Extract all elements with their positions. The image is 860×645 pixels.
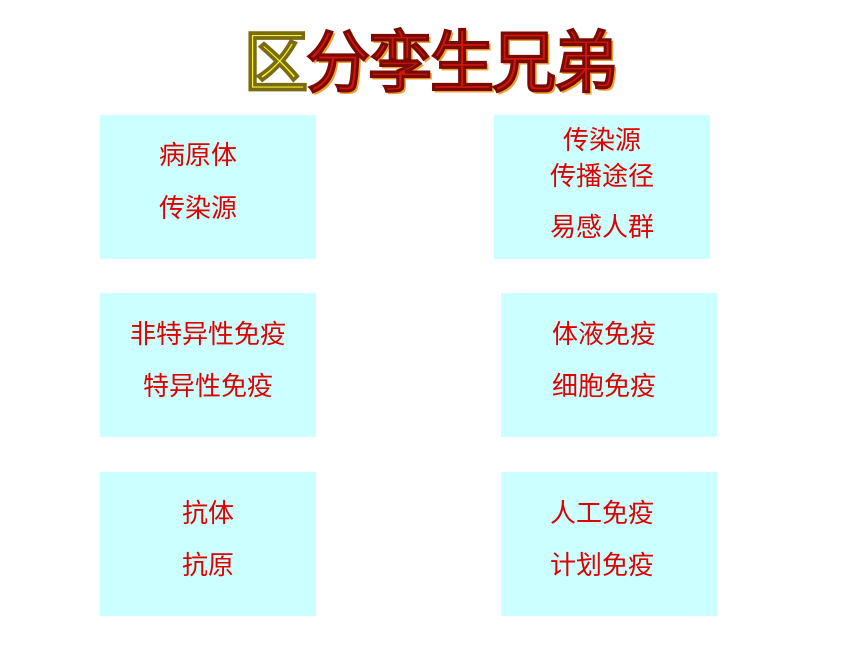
title-char: 分 [306,25,371,104]
concept-box-antibody: 抗体 抗原 [100,472,316,616]
box-line: 细胞免疫 [551,372,656,402]
box-line: 人工免疫 [549,499,654,529]
box-line: 传播途径 [549,162,654,192]
concept-box-immunization: 人工免疫 计划免疫 [501,472,717,616]
concept-box-transmission: 传染源 传播途径 易感人群 [494,115,710,259]
slide-title: 区分孪生兄弟 [0,24,860,104]
box-line: 非特异性免疫 [129,320,286,350]
box-line: 病原体 [158,141,237,171]
box-line: 易感人群 [549,213,654,243]
box-line: 抗原 [181,551,234,581]
title-char: 孪 [368,25,433,104]
box-line: 传染源 [158,194,237,224]
title-char: 兄 [492,25,557,104]
box-line: 抗体 [181,499,234,529]
concept-box-immunity-type: 体液免疫 细胞免疫 [501,293,717,437]
box-line: 体液免疫 [551,320,656,350]
concept-box-pathogen: 病原体 传染源 [100,115,316,259]
title-char: 弟 [554,25,619,104]
concept-box-immunity-specificity: 非特异性免疫 特异性免疫 [100,293,316,437]
title-char: 生 [430,25,495,104]
title-char: 区 [243,24,309,103]
box-line: 传染源 [562,126,641,156]
box-line: 计划免疫 [549,551,654,581]
box-line: 特异性免疫 [142,372,273,402]
